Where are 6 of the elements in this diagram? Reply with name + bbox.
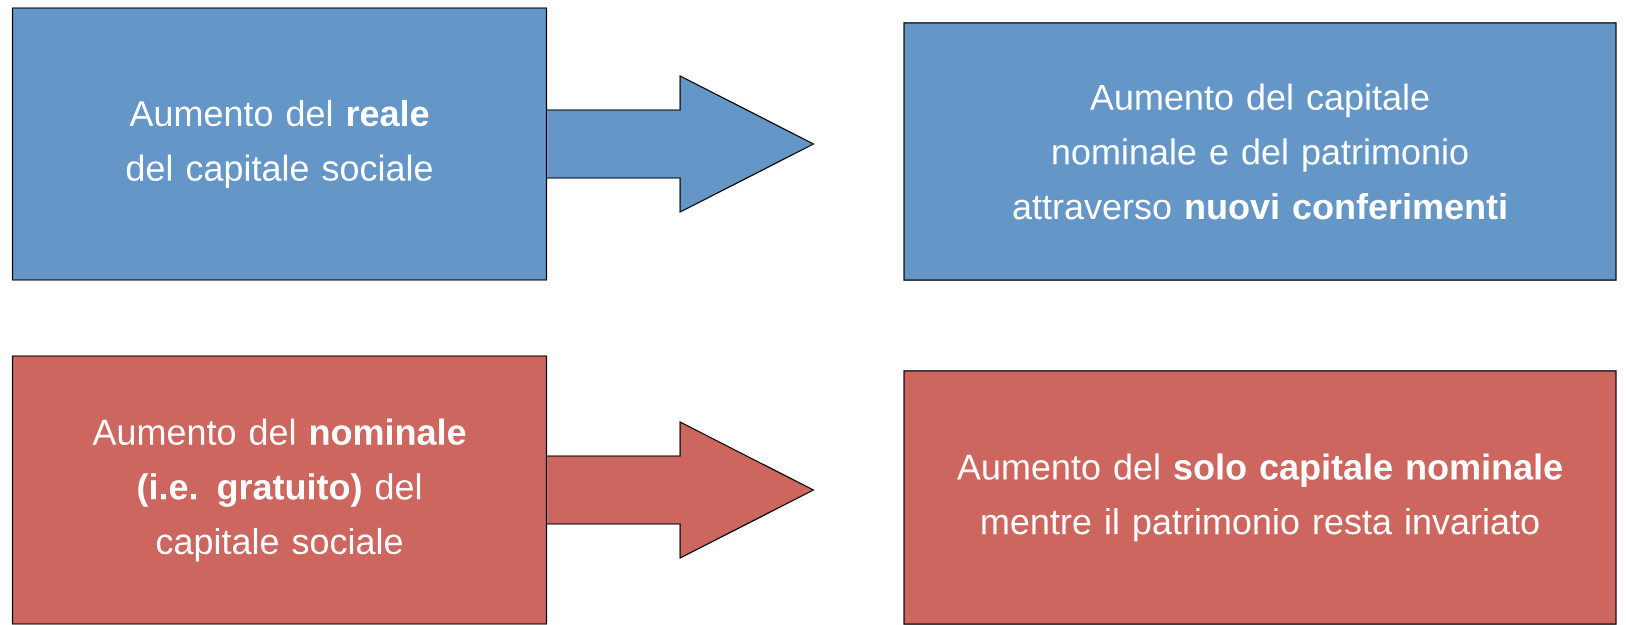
block-arrow xyxy=(546,421,815,559)
process-box: Aumento del nominale (i.e. gratuito) del capitale sociale xyxy=(11,355,548,625)
process-box: Aumento del capitale nominale e del patrimonio attraverso nuovi conferimenti xyxy=(903,22,1617,281)
process-box: Aumento del reale del capitale sociale xyxy=(11,7,548,281)
process-box: Aumento del solo capitale nominale mentre il patrimonio resta invariato xyxy=(903,370,1617,625)
block-arrow xyxy=(546,75,815,213)
